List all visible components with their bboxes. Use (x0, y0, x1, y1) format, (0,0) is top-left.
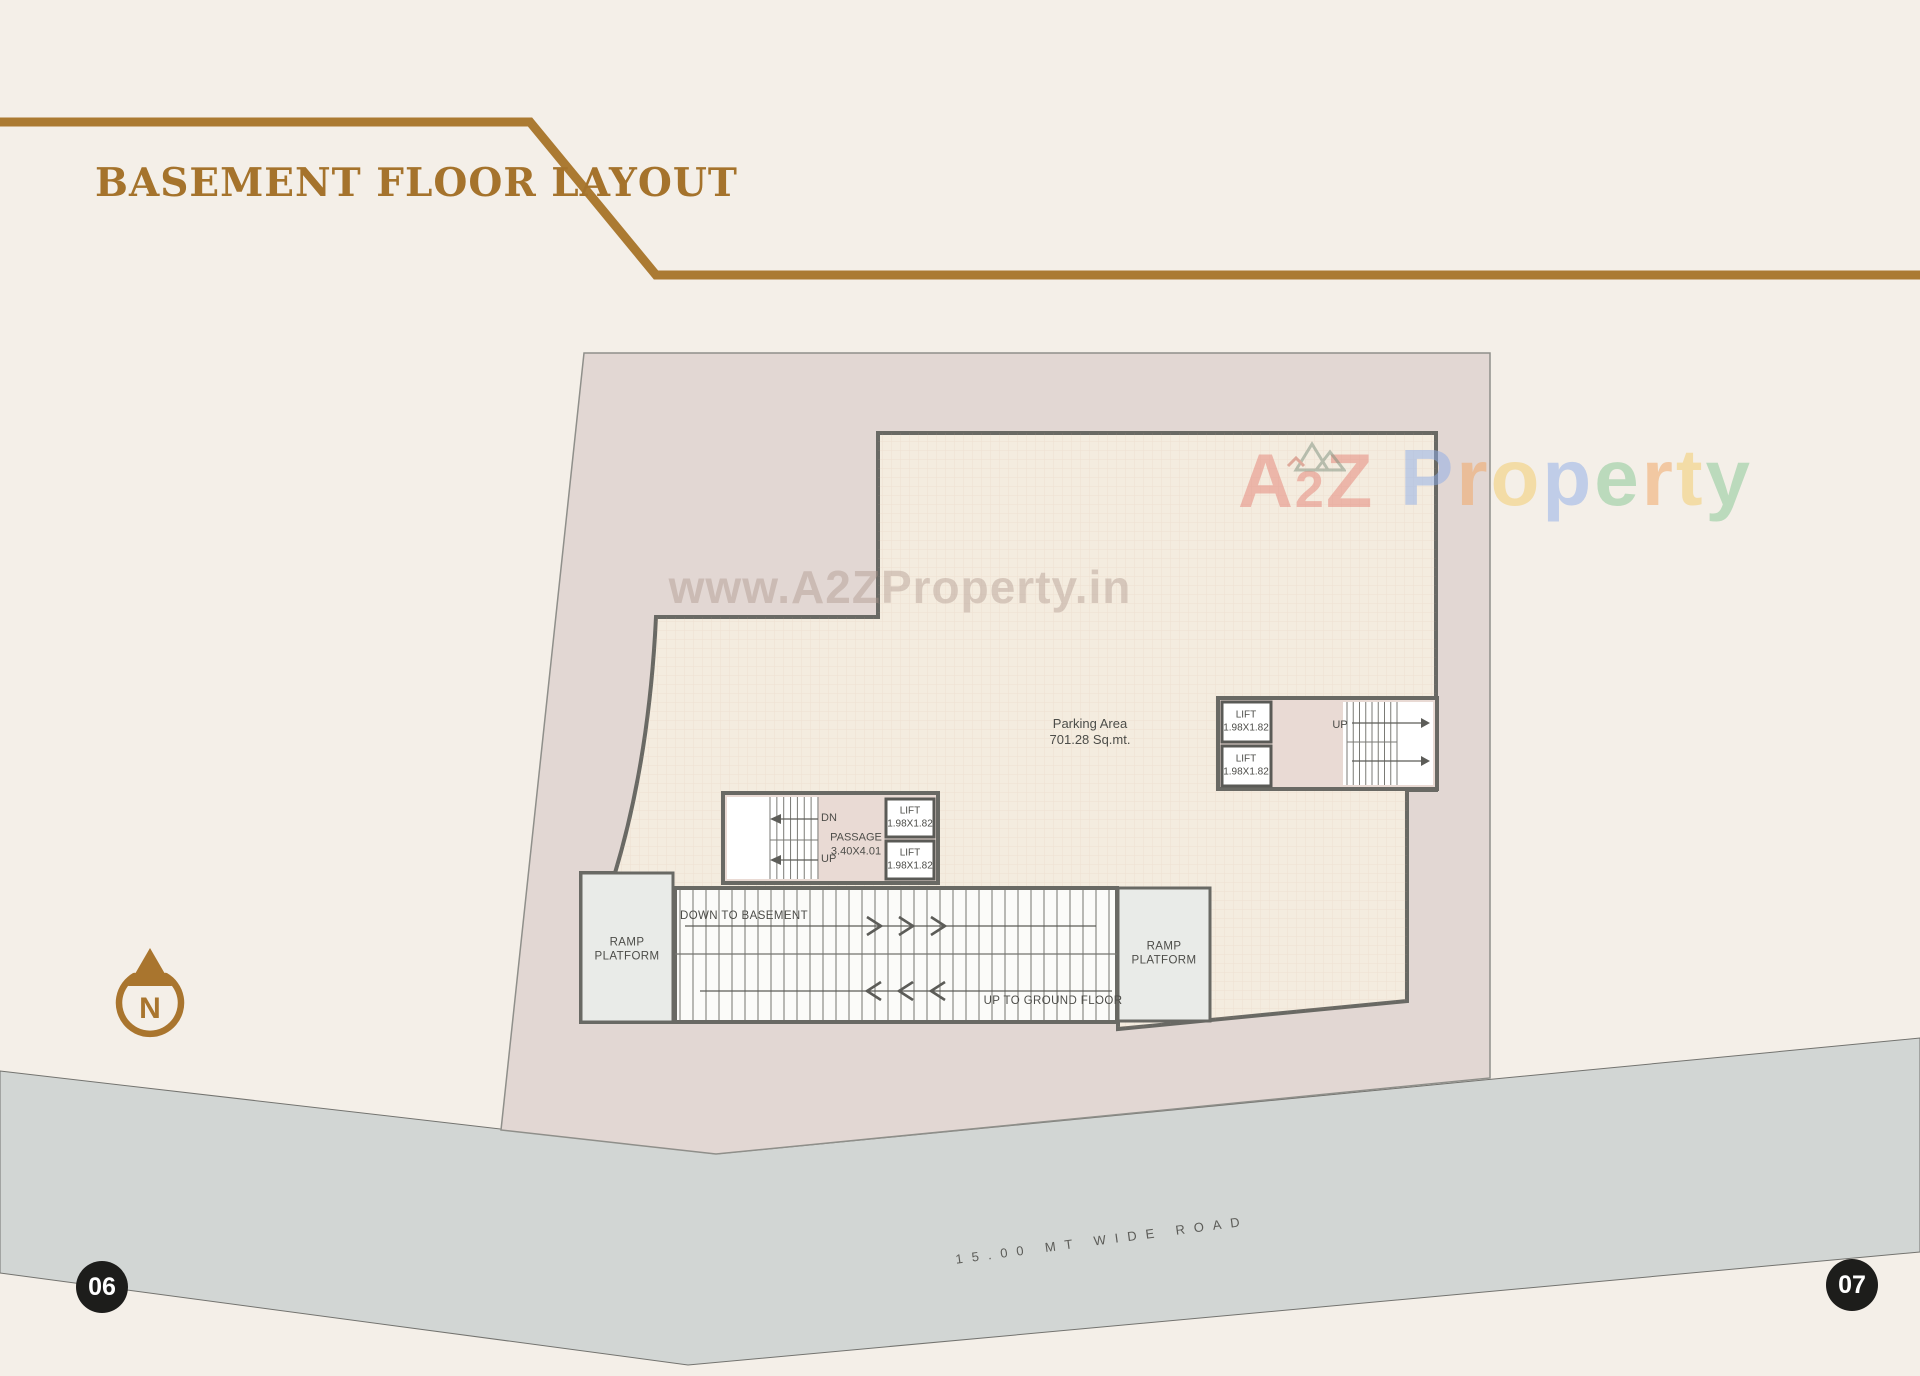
right-stair-area (1343, 702, 1433, 785)
right-lift-1-box (1220, 700, 1273, 744)
page-title: BASEMENT FLOOR LAYOUT (95, 160, 738, 206)
lift-label-right-2: LIFT 1.98X1.82 (1223, 753, 1269, 778)
lift-label-left-2: LIFT 1.98X1.82 (887, 847, 933, 872)
page-number-left: 06 (76, 1261, 128, 1313)
stair-up-right-label: UP (1332, 719, 1348, 732)
watermark-url-text: www.A2ZProperty.in (668, 561, 1132, 613)
right-stair-treads (1346, 702, 1398, 785)
left-stair-landing (727, 797, 818, 879)
header-accent-line (0, 117, 1920, 280)
mountain-icon (1286, 441, 1346, 472)
lift-label-right-1: LIFT 1.98X1.82 (1223, 709, 1269, 734)
ramp-platform-left-label: RAMP PLATFORM (594, 936, 660, 963)
left-lift-1-box (884, 797, 936, 839)
stair-up-label: UP (821, 853, 837, 866)
watermark-property-logo: Property (1400, 433, 1754, 522)
ramp-up-label: UP TO GROUND FLOOR (983, 994, 1123, 1007)
compass-north-letter: N (139, 992, 161, 1025)
parking-area-label: Parking Area 701.28 Sq.mt. (1049, 715, 1131, 747)
ramp-up-chevrons (864, 980, 946, 1002)
left-stair-dn-arrowhead (770, 814, 781, 824)
left-lift-2-box (884, 839, 936, 881)
left-stair-treads (769, 797, 819, 879)
right-stair-up-arrowhead2 (1421, 756, 1430, 766)
stair-dn-label: DN (821, 812, 837, 825)
left-stair-up-arrowhead (770, 855, 781, 865)
ramp-down-chevrons (866, 915, 948, 937)
ramp-surface (673, 886, 1119, 1024)
ramp-down-label: DOWN TO BASEMENT (680, 909, 809, 922)
right-lift-2-box (1220, 744, 1273, 788)
ramp-tread-lines (679, 890, 1110, 1020)
ramp-platform-right-label: RAMP PLATFORM (1131, 940, 1197, 967)
north-compass-icon (115, 948, 185, 1038)
passage-label: PASSAGE 3.40X4.01 (830, 831, 882, 857)
lift-label-left-1: LIFT 1.98X1.82 (887, 805, 933, 830)
right-stair-up-arrowhead1 (1421, 718, 1430, 728)
page-number-right: 07 (1826, 1259, 1878, 1311)
